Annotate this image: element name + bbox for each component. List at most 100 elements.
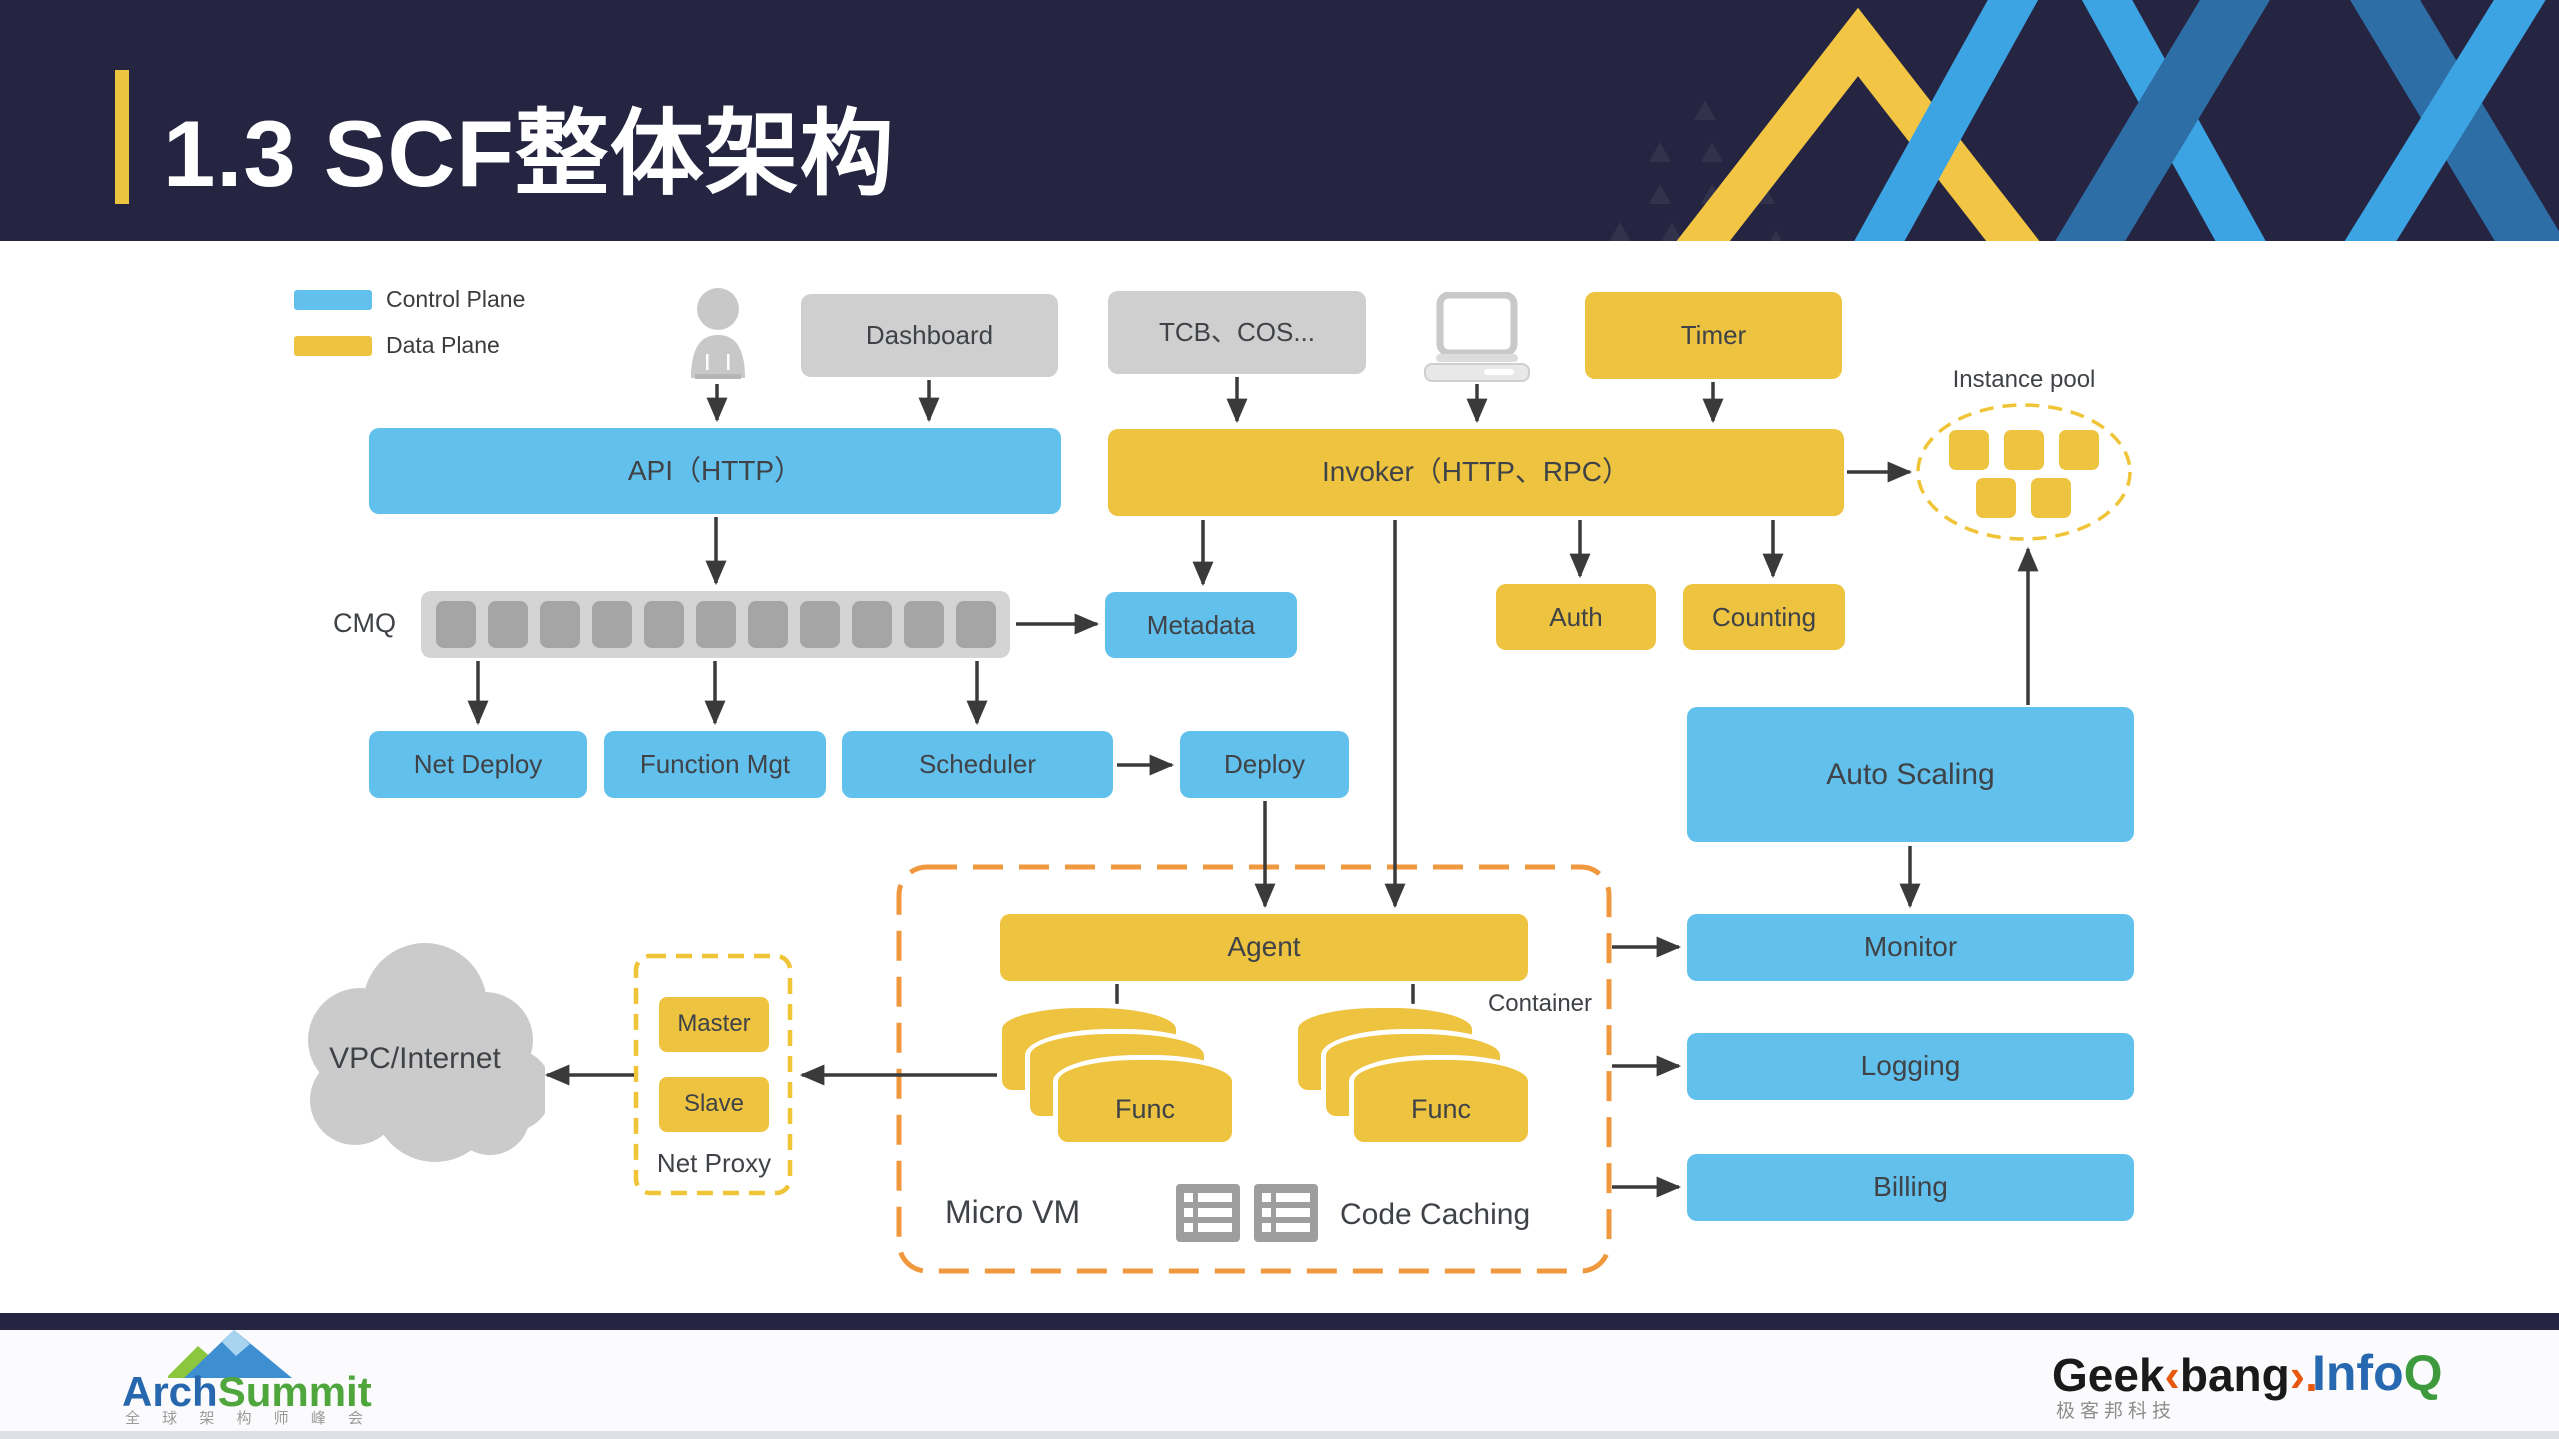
laptop-icon bbox=[1424, 292, 1530, 382]
auth-label: Auth bbox=[1549, 601, 1603, 632]
slide-header: 1.3 SCF整体架构 bbox=[0, 0, 2559, 241]
metadata-label: Metadata bbox=[1146, 609, 1256, 640]
func-stack-right: Func bbox=[1298, 1008, 1528, 1142]
container-label: Container bbox=[1487, 990, 1592, 1017]
cmq-label: CMQ bbox=[333, 608, 396, 638]
legend-control-plane: Control Plane bbox=[294, 286, 525, 313]
queue-message bbox=[695, 601, 736, 648]
queue-message bbox=[851, 601, 892, 648]
geekbang-geek: Geek bbox=[2052, 1349, 2165, 1401]
func-label: Func bbox=[1410, 1094, 1472, 1124]
queue-message bbox=[591, 601, 632, 648]
code-caching-label: Code Caching bbox=[1340, 1198, 1531, 1231]
dashboard-label: Dashboard bbox=[865, 320, 994, 351]
deploy-label: Deploy bbox=[1224, 749, 1305, 780]
net-proxy-dashed-border bbox=[633, 953, 793, 1196]
logging-label: Logging bbox=[1860, 1050, 1961, 1082]
agent-label: Agent bbox=[1227, 931, 1301, 963]
func-stack-left: Func bbox=[1002, 1008, 1232, 1142]
node-auto-scaling: Auto Scaling bbox=[1687, 707, 2134, 842]
micro-vm-dashed-border bbox=[896, 864, 1612, 1274]
invoker-label: Invoker（HTTP、RPC） bbox=[1321, 456, 1631, 488]
node-timer: Timer bbox=[1585, 292, 1842, 379]
header-decoration bbox=[1609, 0, 2559, 241]
node-invoker: Invoker（HTTP、RPC） bbox=[1108, 429, 1844, 516]
instance-pool-label: Instance pool bbox=[1952, 366, 2096, 393]
page-title: 1.3 SCF整体架构 bbox=[163, 101, 895, 206]
queue-message bbox=[955, 601, 996, 648]
data-plane-label: Data Plane bbox=[386, 332, 500, 358]
tcb-cos-label: TCB、COS... bbox=[1158, 317, 1315, 348]
geekbang-angle-left: ‹ bbox=[2164, 1349, 2180, 1401]
instance-pool-vm bbox=[1976, 478, 2016, 518]
instance-pool-vm bbox=[1949, 430, 1989, 470]
node-deploy: Deploy bbox=[1180, 731, 1349, 798]
function-mgt-label: Function Mgt bbox=[639, 749, 791, 780]
geekbang-angle-right: ›. bbox=[2289, 1349, 2318, 1401]
geekbang-subtitle: 极客邦科技 bbox=[2056, 1401, 2177, 1422]
archsummit-subtitle: 全 球 架 构 师 峰 会 bbox=[125, 1410, 373, 1427]
instance-pool-vm bbox=[2059, 430, 2099, 470]
infoq-logo: InfoQ bbox=[2312, 1344, 2443, 1402]
queue-message bbox=[799, 601, 840, 648]
node-api: API（HTTP） bbox=[369, 428, 1061, 514]
node-auth: Auth bbox=[1496, 584, 1656, 650]
footer-divider-bar bbox=[0, 1313, 2559, 1330]
node-metadata: Metadata bbox=[1105, 592, 1297, 658]
instance-pool-vm bbox=[2004, 430, 2044, 470]
infoq-info: Info bbox=[2312, 1345, 2404, 1401]
node-dashboard: Dashboard bbox=[801, 294, 1058, 377]
micro-vm-label: Micro VM bbox=[945, 1194, 1081, 1230]
infoq-q: Q bbox=[2403, 1345, 2443, 1401]
auto-scaling-label: Auto Scaling bbox=[1826, 758, 1995, 791]
data-plane-swatch bbox=[294, 335, 372, 356]
node-monitor: Monitor bbox=[1687, 914, 2134, 981]
vpc-internet-label: VPC/Internet bbox=[329, 1042, 501, 1075]
archsummit-logo: ArchSummit bbox=[122, 1368, 372, 1416]
net-proxy-label: Net Proxy bbox=[656, 1148, 772, 1178]
queue-message bbox=[539, 601, 580, 648]
queue-message bbox=[643, 601, 684, 648]
counting-label: Counting bbox=[1711, 601, 1817, 632]
queue-message bbox=[487, 601, 528, 648]
node-logging: Logging bbox=[1687, 1033, 2134, 1100]
node-master: Master bbox=[659, 997, 769, 1052]
slave-label: Slave bbox=[683, 1090, 745, 1118]
geekbang-bang: bang bbox=[2179, 1349, 2290, 1401]
node-counting: Counting bbox=[1683, 584, 1845, 650]
instance-pool-vm bbox=[2031, 478, 2071, 518]
node-tcb-cos: TCB、COS... bbox=[1108, 291, 1366, 374]
code-cache-icon bbox=[1254, 1184, 1318, 1242]
user-icon bbox=[691, 288, 745, 379]
code-cache-icon bbox=[1176, 1184, 1240, 1242]
node-slave: Slave bbox=[659, 1077, 769, 1132]
title-accent-bar bbox=[115, 70, 129, 204]
geekbang-logo: Geek‹bang›. bbox=[2052, 1348, 2318, 1402]
func-layer bbox=[1058, 1060, 1232, 1142]
queue-message bbox=[747, 601, 788, 648]
api-label: API（HTTP） bbox=[627, 454, 803, 486]
cmq-queue bbox=[421, 591, 1010, 658]
legend-data-plane: Data Plane bbox=[294, 332, 500, 359]
func-label: Func bbox=[1114, 1094, 1176, 1124]
archsummit-arch: Arch bbox=[122, 1368, 218, 1415]
queue-message bbox=[435, 601, 476, 648]
node-agent: Agent bbox=[1000, 914, 1528, 981]
monitor-label: Monitor bbox=[1863, 931, 1958, 963]
scheduler-label: Scheduler bbox=[918, 749, 1037, 780]
cloud-icon bbox=[308, 943, 545, 1162]
footer bbox=[0, 1330, 2559, 1439]
timer-label: Timer bbox=[1680, 320, 1747, 351]
control-plane-swatch bbox=[294, 289, 372, 310]
func-layer bbox=[1354, 1060, 1528, 1142]
instance-pool-dashed-ellipse bbox=[1916, 403, 2132, 541]
control-plane-label: Control Plane bbox=[386, 286, 526, 312]
billing-label: Billing bbox=[1873, 1171, 1948, 1203]
footer-bottom-strip bbox=[0, 1431, 2559, 1439]
master-label: Master bbox=[677, 1010, 751, 1038]
node-function-mgt: Function Mgt bbox=[604, 731, 826, 798]
net-deploy-label: Net Deploy bbox=[413, 749, 543, 780]
archsummit-mountain-icon bbox=[168, 1330, 292, 1378]
node-net-deploy: Net Deploy bbox=[369, 731, 587, 798]
